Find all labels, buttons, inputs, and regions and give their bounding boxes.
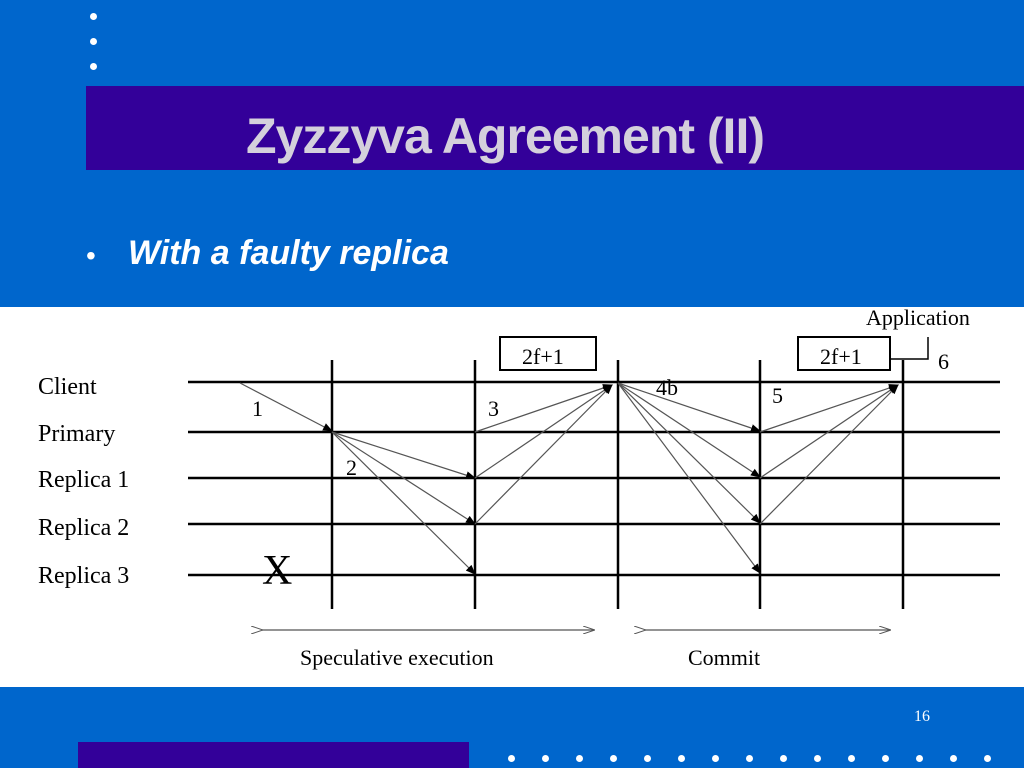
row-label-primary: Primary xyxy=(38,421,115,447)
step-label: 5 xyxy=(772,383,783,408)
step-label: 4b xyxy=(656,375,678,400)
step-label: 2 xyxy=(346,455,357,480)
msg-order xyxy=(331,431,476,575)
step-label: 3 xyxy=(488,396,499,421)
msg-commit xyxy=(617,382,761,574)
slide-title: Zyzzyva Agreement (II) xyxy=(246,108,765,164)
timelines xyxy=(188,380,1000,577)
phase-boundaries xyxy=(330,360,905,609)
decor-dot xyxy=(90,38,97,45)
messages xyxy=(239,382,899,575)
msg-commit xyxy=(617,382,761,478)
decor-dot xyxy=(542,755,549,762)
msg-local-commit xyxy=(759,384,899,525)
row-label-client: Client xyxy=(38,374,97,400)
msg-order xyxy=(331,431,476,525)
msg-request xyxy=(239,382,333,432)
decor-dot xyxy=(90,63,97,70)
step-label: 1 xyxy=(252,396,263,421)
decor-dot xyxy=(90,13,97,20)
bullet-text: With a faulty replica xyxy=(128,234,449,272)
decor-dot xyxy=(916,755,923,762)
msg-spec-response xyxy=(474,384,613,479)
msg-spec-response xyxy=(474,384,613,525)
title-band xyxy=(86,86,1024,170)
msg-local-commit xyxy=(759,384,899,433)
decor-dot xyxy=(950,755,957,762)
protocol-diagram: Client Primary Replica 1 Replica 2 Repli… xyxy=(0,307,1024,687)
decor-dot xyxy=(984,755,991,762)
quorum-box xyxy=(797,336,891,371)
application-label: Application xyxy=(866,307,970,330)
decor-dot xyxy=(746,755,753,762)
decor-dot xyxy=(882,755,889,762)
page-number: 16 xyxy=(914,708,930,725)
msg-order xyxy=(331,431,476,480)
decor-dot xyxy=(780,755,787,762)
faulty-replica-marker: X xyxy=(262,548,292,594)
decor-dot xyxy=(576,755,583,762)
decor-dot xyxy=(678,755,685,762)
footer-band xyxy=(78,742,469,768)
decor-dot xyxy=(508,755,515,762)
row-label-replica-3: Replica 3 xyxy=(38,563,129,589)
step-label: 6 xyxy=(938,349,949,374)
row-label-replica-2: Replica 2 xyxy=(38,515,129,541)
protocol-diagram-svg: Client Primary Replica 1 Replica 2 Repli… xyxy=(38,307,1000,670)
application-connector xyxy=(890,337,929,360)
msg-spec-response xyxy=(474,384,613,433)
phase-label-speculative: Speculative execution xyxy=(300,645,494,670)
bullet-marker: • xyxy=(86,240,96,271)
decor-dot xyxy=(814,755,821,762)
row-label-replica-1: Replica 1 xyxy=(38,467,129,493)
decor-dot xyxy=(848,755,855,762)
msg-commit xyxy=(617,382,761,524)
msg-local-commit xyxy=(759,384,899,479)
msg-commit xyxy=(617,382,761,432)
decor-dot xyxy=(712,755,719,762)
quorum-box xyxy=(499,336,597,371)
quorum-label: 2f+1 xyxy=(522,344,564,369)
decor-dot xyxy=(610,755,617,762)
quorum-label: 2f+1 xyxy=(820,344,862,369)
phase-label-commit: Commit xyxy=(688,645,760,670)
decor-dot xyxy=(644,755,651,762)
